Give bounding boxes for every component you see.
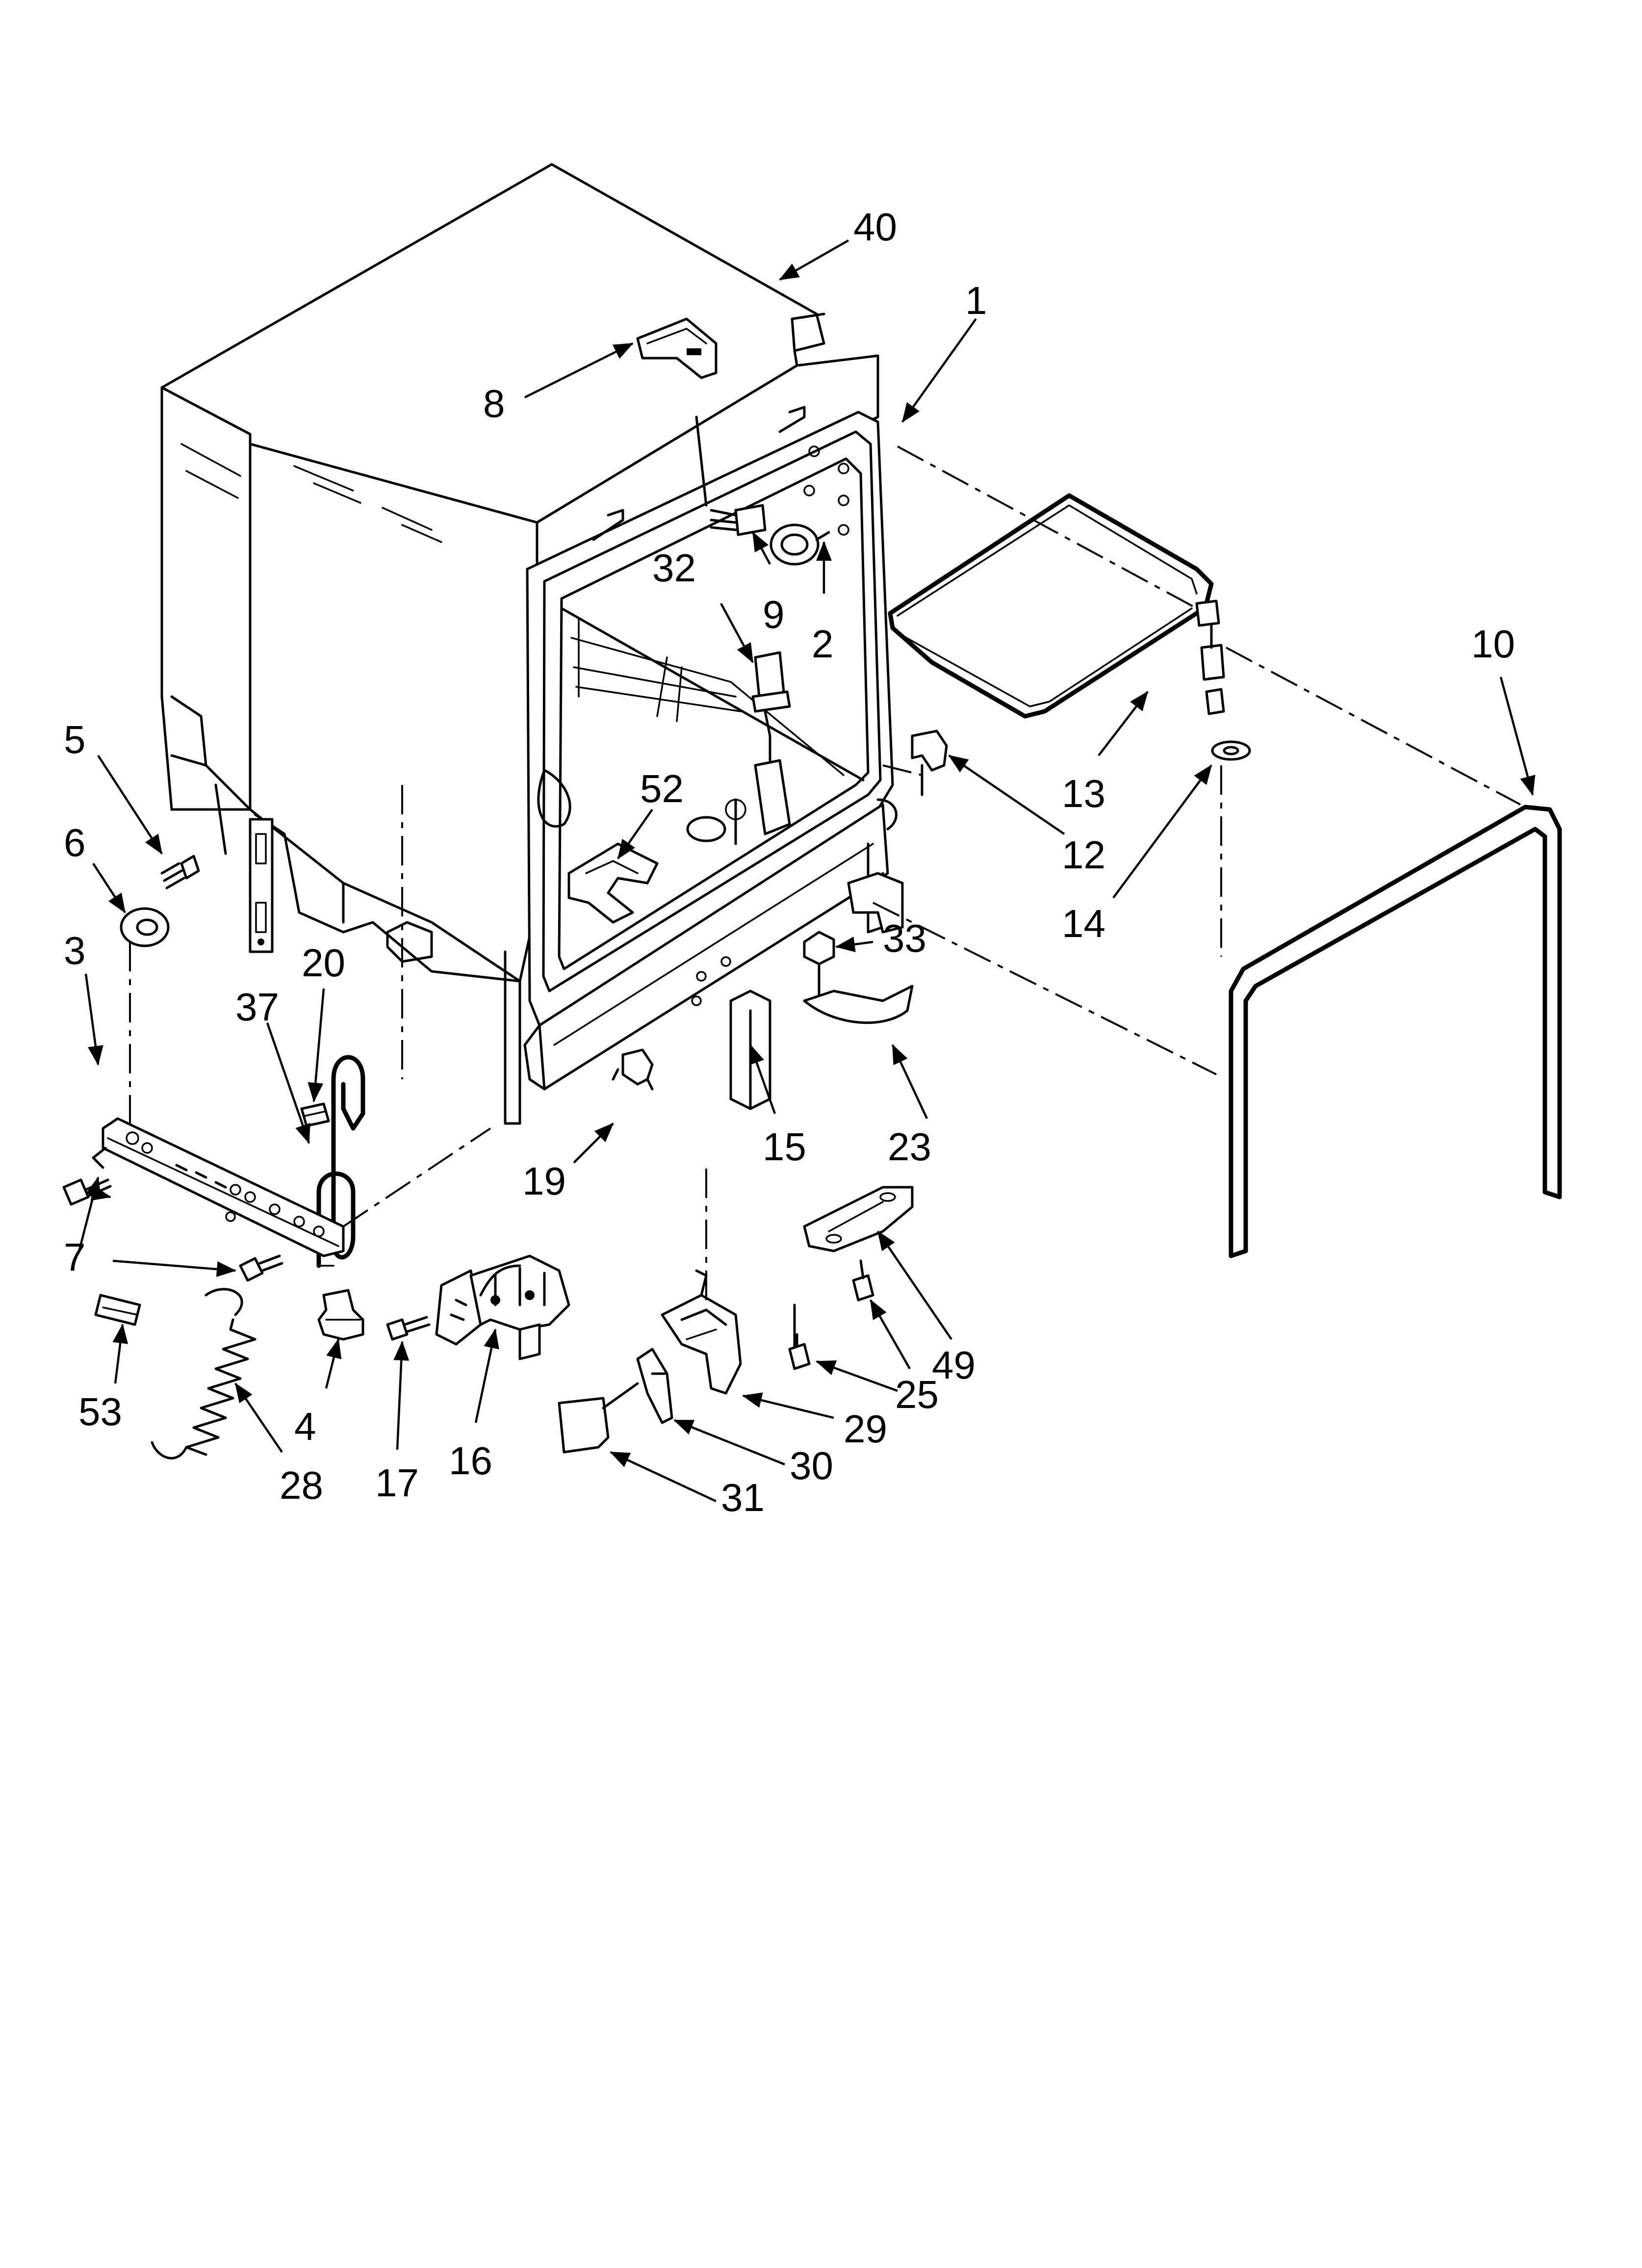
part-10-frame: [1229, 805, 1562, 1258]
center-lines: [872, 445, 1521, 1075]
part-4-fitting: [317, 1289, 364, 1341]
part-17-screw: [386, 1316, 431, 1341]
callout-9: 9: [763, 593, 785, 636]
part-9-screw: [695, 416, 767, 536]
part-12-clip: [911, 730, 948, 796]
part-16-valve: [435, 1254, 570, 1360]
part-19-sensor: [612, 1048, 654, 1091]
part-31-plate: [558, 1382, 639, 1454]
part-49-bracket: [803, 1186, 914, 1252]
callout-16: 16: [449, 1439, 492, 1483]
part-20-clamp: [300, 1102, 330, 1127]
part-15-standoff: [729, 990, 771, 1110]
callout-6: 6: [64, 821, 86, 864]
callout-49: 49: [932, 1343, 975, 1387]
part-25-screw: [788, 1259, 874, 1370]
part-37-hose: [316, 1055, 365, 1268]
callout-13: 13: [1062, 772, 1105, 815]
part-8-clip: [636, 317, 718, 379]
callout-28: 28: [280, 1463, 323, 1507]
part-3-bracket: [92, 1117, 491, 1257]
callout-29: 29: [844, 1407, 887, 1451]
callouts: 40 1 8 9 2 32 10 5 6 52 13 12 3 14 20 33: [64, 205, 1536, 1519]
part-13-element: [888, 493, 1225, 719]
callout-32: 32: [652, 546, 696, 590]
callout-20: 20: [302, 941, 345, 985]
callout-25: 25: [895, 1373, 939, 1416]
part-14-washer: [1211, 740, 1251, 761]
callout-40: 40: [853, 205, 897, 249]
callout-4: 4: [294, 1405, 316, 1448]
callout-7: 7: [64, 1235, 86, 1279]
callout-5: 5: [64, 718, 86, 761]
part-32-fitting: [725, 651, 791, 845]
callout-12: 12: [1062, 833, 1105, 877]
callout-14: 14: [1062, 902, 1105, 945]
part-23-clamp: [803, 872, 914, 1024]
callout-37: 37: [235, 985, 279, 1029]
callout-2: 2: [812, 622, 834, 666]
part-5-screw: [160, 855, 200, 889]
callout-10: 10: [1471, 622, 1515, 666]
callout-30: 30: [790, 1444, 833, 1487]
callout-17: 17: [375, 1461, 419, 1505]
callout-53: 53: [78, 1390, 122, 1434]
callout-8: 8: [483, 382, 505, 425]
callout-19: 19: [522, 1159, 566, 1203]
callout-52: 52: [640, 767, 684, 810]
part-6-washer: [120, 907, 170, 1123]
part-52-bracket: [567, 816, 726, 924]
callout-1: 1: [965, 279, 987, 322]
part-53-label: [94, 1294, 141, 1326]
part-29-housing: [661, 1163, 796, 1395]
callout-33: 33: [883, 916, 926, 960]
callout-31: 31: [721, 1476, 765, 1519]
callout-15: 15: [763, 1125, 806, 1169]
callout-3: 3: [64, 929, 86, 972]
part-30-lever: [636, 1348, 673, 1424]
callout-23: 23: [888, 1125, 931, 1169]
part-28-spring: [151, 1288, 257, 1460]
